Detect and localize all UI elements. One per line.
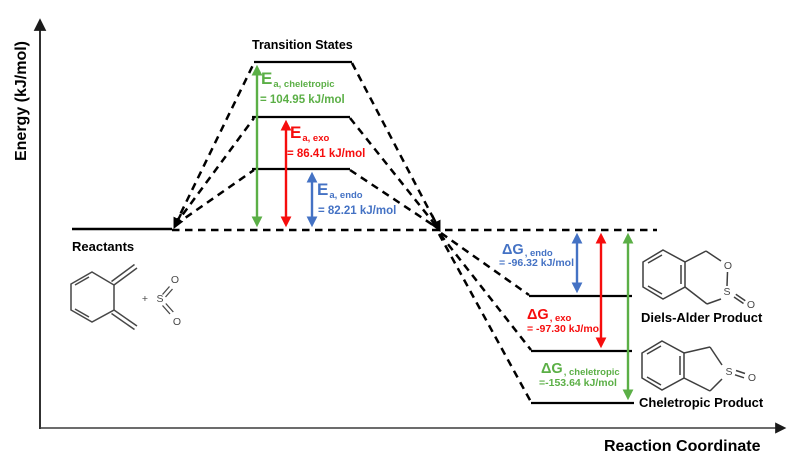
cheletropic-product-label: Cheletropic Product: [639, 395, 764, 410]
dg-cheletropic-label: ΔG, cheletropic: [541, 360, 620, 378]
oxygen-label: O: [748, 372, 756, 384]
reactant-atom-labels: + S O O: [142, 274, 181, 328]
dg-endo-label: ΔG, endo: [502, 241, 553, 259]
dg-symbol: ΔG: [502, 242, 524, 258]
reactants-label: Reactants: [72, 239, 135, 254]
sulfur-label: S: [725, 366, 732, 378]
diels-alder-atom-labels: O S O: [723, 260, 755, 311]
dg-subscript: , cheletropic: [563, 367, 620, 378]
ea-subscript: a, cheletropic: [273, 79, 335, 90]
ea-subscript: a, endo: [329, 190, 363, 201]
reactant-structure: [70, 263, 174, 331]
diels-alder-structure: [642, 249, 746, 305]
dg-cheletropic-value: =-153.64 kJ/mol: [539, 377, 617, 389]
dashed-connectors: [172, 62, 657, 403]
dg-subscript: , endo: [524, 248, 553, 259]
ea-exo-label: Ea, exo: [290, 123, 330, 144]
ea-cheletropic-label: Ea, cheletropic: [261, 69, 335, 90]
ea-symbol: E: [317, 180, 329, 199]
dashed-connector-arrowheads: [173, 213, 441, 232]
transition-states-label: Transition States: [252, 38, 353, 52]
oxygen-label: O: [173, 316, 181, 328]
ea-exo-value: = 86.41 kJ/mol: [287, 148, 366, 160]
dg-exo-label: ΔG, exo: [527, 306, 571, 324]
cheletropic-structure: [641, 340, 746, 392]
plus-sign: +: [142, 293, 148, 305]
cheletropic-atom-labels: S O: [725, 366, 756, 384]
ea-cheletropic-value: = 104.95 kJ/mol: [260, 94, 345, 106]
activation-arrows: [251, 64, 318, 228]
ea-subscript: a, exo: [302, 133, 330, 144]
x-axis-label: Reaction Coordinate: [604, 438, 761, 455]
oxygen-label: O: [724, 260, 732, 272]
ea-endo-value: = 82.21 kJ/mol: [318, 205, 397, 217]
oxygen-label: O: [171, 274, 179, 286]
dg-symbol: ΔG: [527, 307, 549, 323]
energy-levels: [72, 60, 634, 405]
ea-endo-label: Ea, endo: [317, 180, 363, 201]
gibbs-arrows: [571, 232, 634, 401]
so2-bonds: [162, 286, 174, 315]
sulfur-label: S: [156, 293, 163, 305]
ea-symbol: E: [261, 69, 273, 88]
diels-alder-product-label: Diels-Alder Product: [641, 310, 763, 325]
ea-symbol: E: [290, 123, 302, 142]
oxygen-label: O: [747, 299, 755, 311]
dg-symbol: ΔG: [541, 361, 563, 377]
dg-endo-value: = -96.32 kJ/mol: [499, 257, 575, 269]
y-axis-label: Energy (kJ/mol): [13, 40, 30, 162]
dg-subscript: , exo: [549, 313, 572, 324]
sulfur-label: S: [723, 286, 730, 298]
dg-exo-value: = -97.30 kJ/mol: [527, 323, 603, 335]
